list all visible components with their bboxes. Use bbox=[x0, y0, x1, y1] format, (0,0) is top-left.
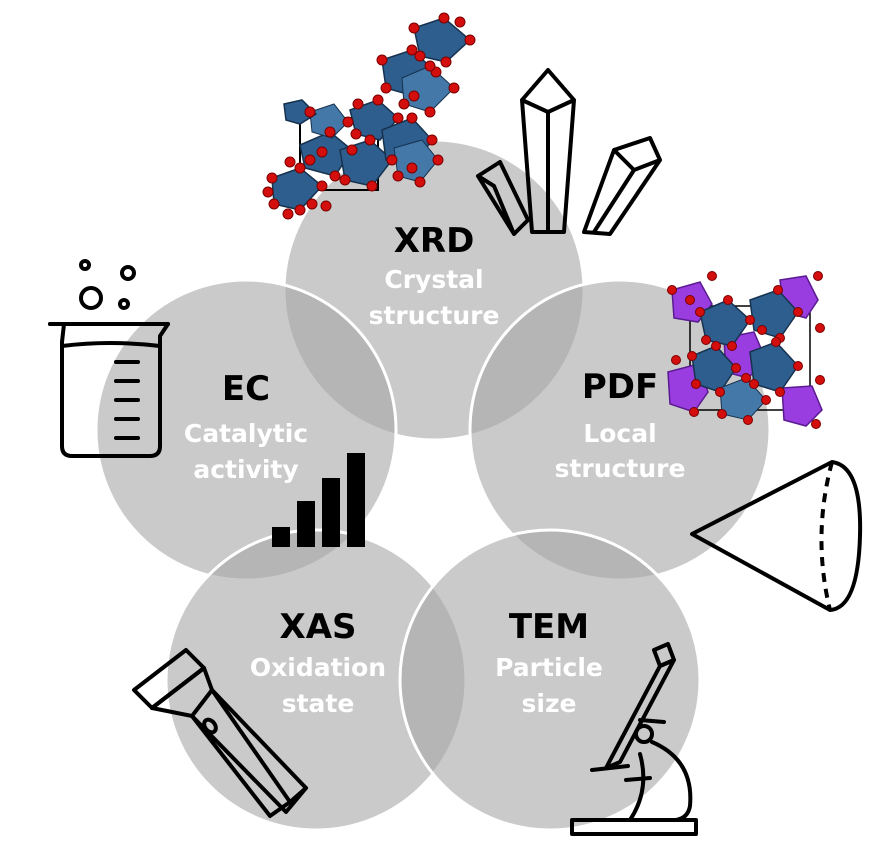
pdf-label: PDF Local structure bbox=[555, 367, 686, 483]
xrd-label: XRD Crystal structure bbox=[369, 221, 500, 330]
ec-desc-line1: Catalytic bbox=[184, 419, 308, 448]
tem-desc-line2: size bbox=[522, 689, 577, 718]
pdf-desc-line1: Local bbox=[583, 419, 656, 448]
pdf-oxygen-atoms bbox=[667, 271, 825, 429]
pdf-crystal-structure-icon bbox=[667, 271, 825, 429]
tem-title: TEM bbox=[509, 607, 589, 647]
xas-desc-line2: state bbox=[282, 689, 355, 718]
crystal-shards-icon bbox=[476, 68, 662, 236]
cone-icon bbox=[690, 460, 863, 612]
xrd-desc-line1: Crystal bbox=[384, 265, 483, 294]
pdf-desc-line2: structure bbox=[555, 454, 686, 483]
xrd-oxygen-atoms bbox=[262, 12, 476, 220]
xrd-desc-line2: structure bbox=[369, 301, 500, 330]
xas-label: XAS Oxidation state bbox=[250, 607, 386, 718]
xas-desc-line1: Oxidation bbox=[250, 653, 386, 682]
microscope-icon bbox=[570, 642, 698, 836]
tem-label: TEM Particle size bbox=[495, 607, 603, 718]
ec-desc-line2: activity bbox=[193, 455, 298, 484]
xas-title: XAS bbox=[279, 607, 356, 647]
beaker-icon bbox=[48, 259, 170, 458]
xrd-title: XRD bbox=[394, 221, 475, 261]
xrd-crystal-structure-icon bbox=[262, 12, 476, 220]
pdf-title: PDF bbox=[582, 367, 658, 407]
flashlight-icon bbox=[132, 648, 308, 818]
bar-chart-icon bbox=[272, 453, 365, 547]
ec-label: EC Catalytic activity bbox=[184, 369, 308, 484]
ec-title: EC bbox=[222, 369, 270, 409]
tem-desc-line1: Particle bbox=[495, 653, 603, 682]
